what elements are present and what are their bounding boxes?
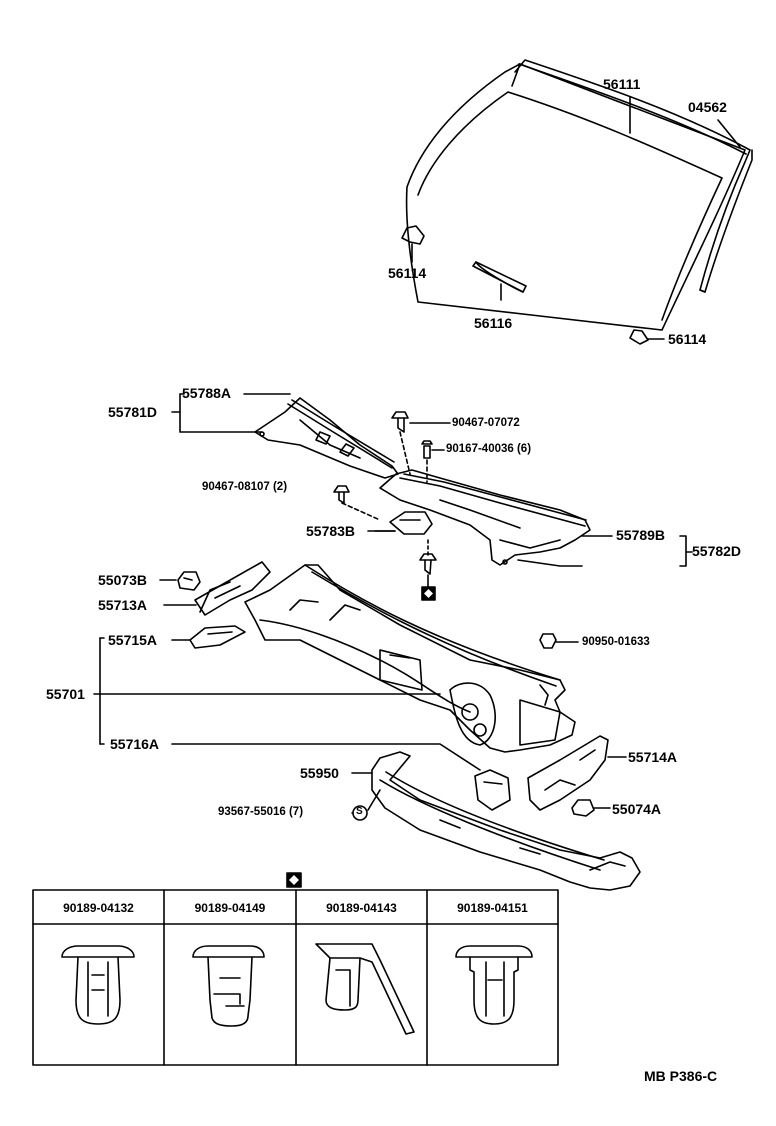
screw-90167-40036 <box>421 440 445 483</box>
clip-90467-08107 <box>333 485 381 521</box>
table-header-3: 90189-04143 <box>326 901 397 915</box>
label-90167-40036: 90167-40036 (6) <box>446 443 532 455</box>
spacer-clip-right <box>629 329 665 345</box>
table-header-4: 90189-04151 <box>457 901 528 915</box>
label-55701: 55701 <box>46 686 85 702</box>
clip-90467-07072 <box>391 411 451 475</box>
windshield-moulding <box>514 59 753 293</box>
cowl-panel <box>244 564 576 753</box>
s-mark-letter: S <box>356 806 363 817</box>
label-55782D: 55782D <box>692 543 742 559</box>
table-diamond-symbol <box>286 872 302 888</box>
plug-90950-01633 <box>539 633 579 649</box>
spacer-clip-left <box>401 225 425 263</box>
label-55713A: 55713A <box>98 597 148 613</box>
label-56114-left: 56114 <box>388 265 427 281</box>
bracket-55714A <box>527 735 609 811</box>
bracket-55783B <box>374 511 433 557</box>
clip-bottom <box>419 553 437 587</box>
label-55781D: 55781D <box>108 404 158 420</box>
pad-55074A <box>571 799 609 817</box>
bracket-55715A <box>189 625 246 649</box>
label-90467-07072: 90467-07072 <box>452 417 520 429</box>
clip-drawing-04151 <box>455 945 533 1025</box>
label-55950: 55950 <box>300 765 339 781</box>
clip-drawing-04143 <box>315 943 415 1035</box>
mirror-base-part <box>472 261 527 293</box>
cowl-ventilator-louver-right <box>379 469 591 566</box>
clip-table-frame <box>32 889 559 1066</box>
label-56116: 56116 <box>474 315 513 331</box>
label-55074A: 55074A <box>612 801 662 817</box>
pad-55073B <box>177 571 201 591</box>
clip-drawing-04132 <box>61 945 135 1025</box>
label-55715A: 55715A <box>108 632 158 648</box>
label-55789B: 55789B <box>616 527 666 543</box>
label-56114-right: 56114 <box>668 331 707 347</box>
diamond-symbol <box>421 586 436 601</box>
label-55716A: 55716A <box>110 736 160 752</box>
label-93567-55016: 93567-55016 (7) <box>218 806 304 818</box>
label-55783B: 55783B <box>306 523 356 539</box>
table-header-1: 90189-04132 <box>63 901 134 915</box>
table-header-2: 90189-04149 <box>194 901 266 915</box>
label-90950-01633: 90950-01633 <box>582 636 650 648</box>
label-04562: 04562 <box>688 99 727 115</box>
label-55714A: 55714A <box>628 749 678 765</box>
clip-drawing-04149 <box>192 945 265 1027</box>
cowl-ventilator-louver-left <box>254 397 399 479</box>
label-90467-08107: 90467-08107 (2) <box>202 481 288 493</box>
diagram-code: MB P386-C <box>644 1068 718 1084</box>
cowl-lower-panel <box>371 751 641 891</box>
bracket-55716A <box>474 769 511 811</box>
bracket-55713A <box>194 561 271 616</box>
label-55073B: 55073B <box>98 572 148 588</box>
label-55788A: 55788A <box>182 385 232 401</box>
label-56111: 56111 <box>603 76 641 92</box>
